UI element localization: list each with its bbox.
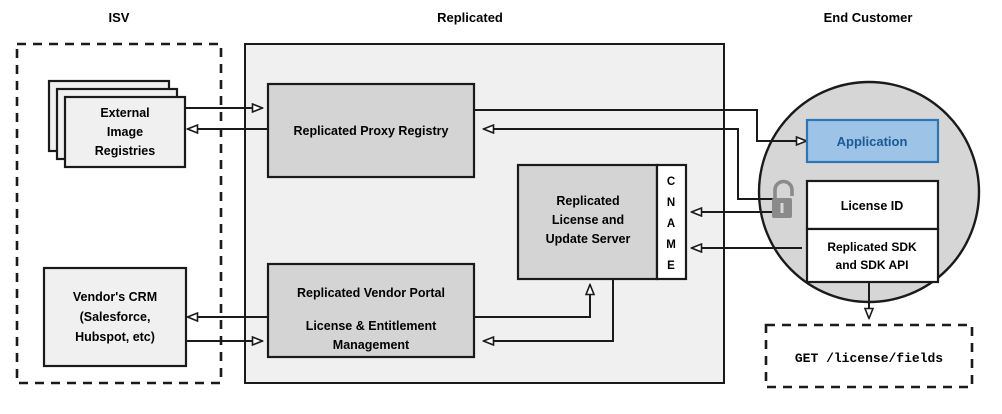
license-id-label: License ID [841,199,904,213]
conn-proxy-to-application [474,109,806,141]
registries-label-line3: Registries [95,144,155,158]
cname-letter-e: E [667,260,675,272]
crm-label-line3: Hubspot, etc) [75,330,155,344]
proxy-registry-label: Replicated Proxy Registry [294,124,449,138]
vendor-portal-label-line1: Replicated Vendor Portal [297,286,445,300]
registry-stack-front [63,95,187,169]
vendor-portal-label-line3: Management [333,338,410,352]
isv-zone-boundary [15,42,223,385]
license-server-label-line2: License and [552,213,624,227]
api-request-node[interactable]: GET /license/fields [764,323,974,389]
zone-title-isv: ISV [109,10,130,25]
api-request-boundary [764,323,974,389]
cname-box [655,163,688,281]
sdk-label-line1: Replicated SDK [827,240,917,254]
application-label: Application [837,134,908,149]
conn-customer-to-proxy [484,129,790,200]
external-image-registries-node[interactable]: External Image Registries [47,79,187,169]
cname-letter-c: C [667,176,675,188]
license-server-label-line3: Update Server [546,232,631,246]
replicated-proxy-registry-node[interactable]: Replicated Proxy Registry [266,82,476,179]
replicated-vendor-portal-node[interactable]: Replicated Vendor Portal License & Entit… [266,262,476,359]
vendor-portal-box [266,262,476,359]
license-id-node[interactable]: License ID [805,179,940,231]
open-padlock-icon [772,179,794,218]
crm-label-line2: (Salesforce, [80,310,151,324]
application-node[interactable]: Application [805,118,940,164]
vendor-portal-label-line2: License & Entitlement [306,319,437,333]
conn-vendor-portal-to-license-server [474,285,590,318]
vendors-crm-node[interactable]: Vendor's CRM (Salesforce, Hubspot, etc) [42,266,188,368]
replicated-sdk-box [805,227,940,284]
crm-label-line1: Vendor's CRM [73,290,157,304]
vendors-crm-box [42,266,188,368]
replicated-sdk-node[interactable]: Replicated SDK and SDK API [805,227,940,284]
api-request-label: GET /license/fields [795,351,943,366]
registries-label-line1: External [100,106,149,120]
registries-label-line2: Image [107,125,143,139]
zone-title-replicated: Replicated [437,10,503,25]
cname-letter-a: A [667,218,675,230]
license-update-server-node[interactable]: Replicated License and Update Server [516,163,659,281]
sdk-label-line2: and SDK API [836,258,909,272]
zone-title-end-customer: End Customer [824,10,913,25]
license-server-label-line1: Replicated [556,194,619,208]
cname-letter-n: N [667,197,675,209]
application-box [805,118,940,164]
license-id-box [805,179,940,231]
cname-letter-m: M [666,239,676,251]
cname-panel[interactable]: C N A M E [655,163,688,281]
proxy-registry-box [266,82,476,179]
